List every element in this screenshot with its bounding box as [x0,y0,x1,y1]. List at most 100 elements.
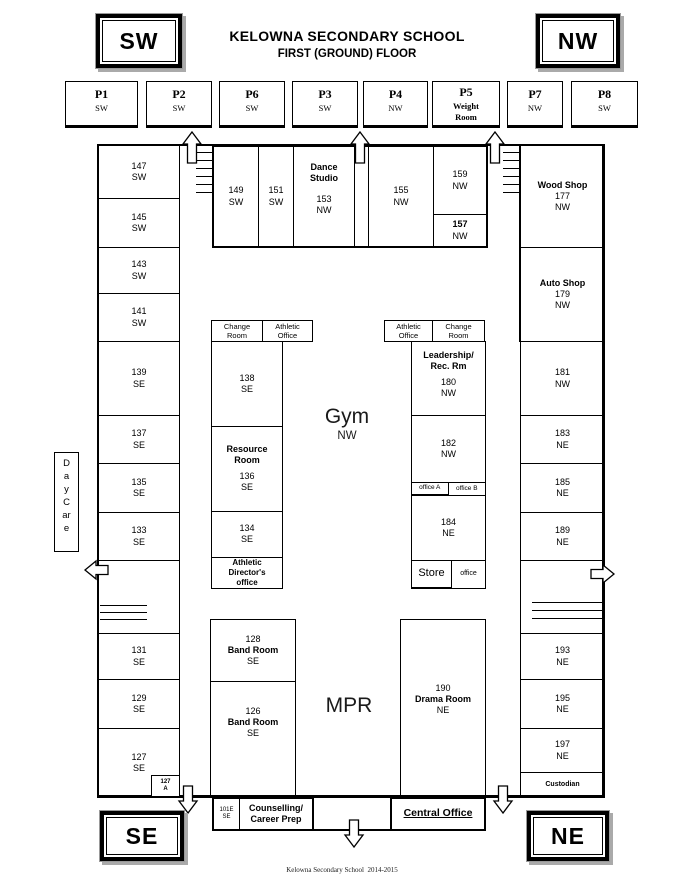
room-181-quad: NW [555,378,570,389]
room-149-quad: SW [228,196,244,207]
room-145-quad: SW [131,223,147,233]
auto-shop-quad: NW [555,300,570,311]
floor-subtitle: FIRST (GROUND) FLOOR [277,48,417,60]
room-157-number: 157 [452,219,468,230]
portable-p2-id: P2 [172,87,186,101]
athletic-office-east-label: Athletic Office [396,321,421,340]
corner-badge-ne: NE [527,811,609,861]
gym-offices-east: Athletic Office Change Room [384,320,485,342]
daycare-sign: DayCare [54,452,79,552]
change-room-west: Change Room [212,321,263,341]
room-131-number: 131 [131,645,147,656]
room-155-number: 155 [393,185,409,196]
gym-offices-west: Change Room Athletic Office [211,320,313,342]
room-183-quad: NE [556,439,569,450]
leadership-name: Leadership/ Rec. Rm [423,350,474,372]
room-143-number: 143 [131,259,147,270]
exit-arrow-down-center-icon [343,819,365,849]
room-139-number: 139 [131,367,147,378]
central-office-annex: Central Office [390,797,486,831]
resource-room-quad: SE [240,481,253,492]
room-133-number: 133 [131,525,147,536]
room-185-quad: NE [556,488,569,498]
drama-quad: NE [436,705,450,716]
room-101e-quad: SE [222,814,231,820]
room-149-number: 149 [228,185,244,196]
stairs-northwest-icon [196,152,212,199]
portable-p3: P3 SW [292,81,358,128]
exit-arrow-west-icon [83,559,109,581]
room-129-quad: SE [132,704,145,714]
portable-p8-quad: SW [598,103,611,113]
corner-badge-ne-label: NE [533,817,603,855]
portable-p8: P8 SW [571,81,638,128]
wood-shop-quad: NW [555,202,570,213]
room-135-number: 135 [131,476,147,487]
room-193-number: 193 [554,645,571,656]
portable-p6-quad: SW [245,103,259,113]
room-147-number: 147 [131,160,147,171]
room-143-quad: SW [131,270,147,281]
footer-credit: Kelowna Secondary School 2014-2015 [286,866,398,874]
east-stairwell-cell [521,561,604,634]
resource-room-number: 136 [239,470,255,481]
portable-p5-label: Weight Room [453,101,479,122]
north-corridor [355,147,369,246]
room-197-quad: NE [556,750,569,761]
room-197-number: 197 [554,739,571,750]
office-b: office B [449,483,486,495]
room-127-number: 127 [131,751,147,762]
store-office-label: office [460,570,477,578]
room-135-quad: SE [132,488,145,498]
room-127-quad: SE [132,763,145,773]
room-138-quad: SE [240,383,253,394]
room-189-number: 189 [554,525,571,536]
room-134-quad: SE [240,534,253,545]
corner-badge-se: SE [100,811,184,861]
room-181-number: 181 [554,367,571,378]
office-a: office A [412,483,449,495]
leadership-quad: NW [441,387,456,398]
band-128-name: Band Room [227,644,279,655]
room-141-number: 141 [131,306,147,317]
room-129-number: 129 [131,692,147,703]
office-a-label: office A [419,484,441,492]
dance-studio-number: 153 [316,193,332,204]
portable-p6-id: P6 [245,87,259,101]
room-133-quad: SE [132,536,145,547]
room-127a-number: 127 [160,779,171,786]
stairs-northeast-icon [503,152,519,199]
wood-shop-number: 177 [554,190,571,201]
central-office-label: Central Office [403,807,473,820]
portable-p1-quad: SW [95,103,108,113]
exit-arrow-up-east-icon [484,130,506,164]
portable-p6: P6 SW [219,81,285,128]
exit-arrow-down-east-icon [492,785,514,815]
athletic-office-east: Athletic Office [385,321,433,341]
room-155-quad: NW [393,196,409,207]
store-office-row: Store office [412,561,485,588]
portable-p7-quad: NW [527,103,543,113]
corner-badge-sw: SW [96,14,182,68]
